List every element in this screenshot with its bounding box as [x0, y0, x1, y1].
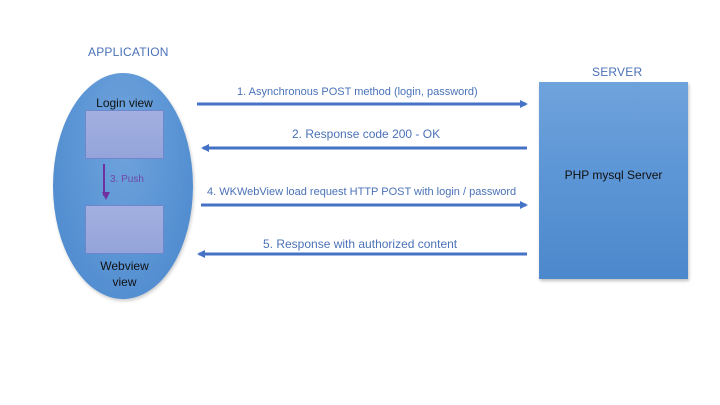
push-label: 3. Push [110, 174, 144, 185]
webview-label-line1: Webview [100, 259, 149, 273]
webview-label-line2: view [112, 275, 137, 289]
login-view-label: Login view [96, 96, 153, 110]
login-view-box [85, 110, 164, 159]
server-box [539, 82, 688, 279]
message-1-label: 1. Asynchronous POST method (login, pass… [237, 86, 478, 98]
server-title: SERVER [592, 65, 643, 79]
application-title: APPLICATION [88, 45, 169, 59]
message-2-label: 2. Response code 200 - OK [292, 127, 441, 141]
server-box-label: PHP mysql Server [564, 168, 663, 182]
message-4-label: 5. Response with authorized content [263, 237, 458, 251]
webview-box [85, 205, 164, 254]
message-3-label: 4. WKWebView load request HTTP POST with… [207, 186, 517, 198]
